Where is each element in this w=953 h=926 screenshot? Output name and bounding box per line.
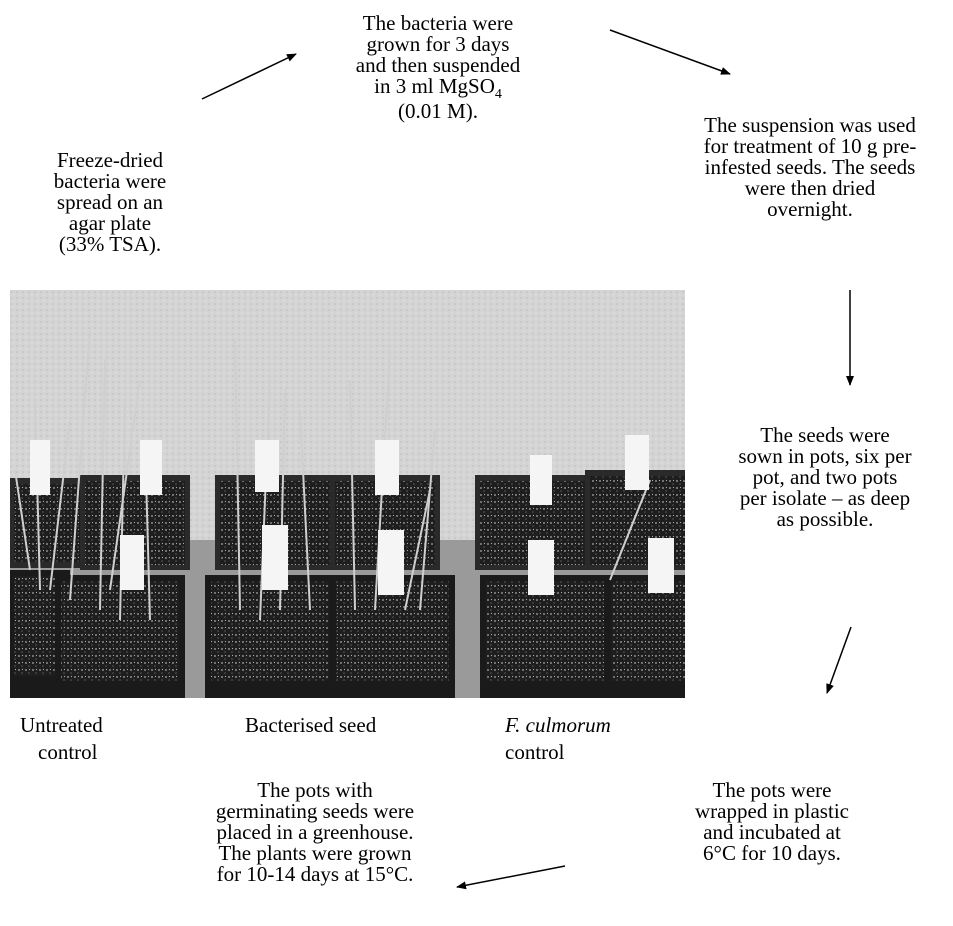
arrow-1-to-2 <box>202 54 296 99</box>
step-grow-and-suspend: The bacteria were grown for 3 days and t… <box>328 13 548 122</box>
step-line: germinating seeds were <box>170 801 460 822</box>
step-line: infested seeds. The seeds <box>670 157 950 178</box>
label-species: F. culmorum <box>505 712 611 739</box>
label-untreated-control: Untreated control <box>20 712 103 766</box>
step-line: pot, and two pots <box>705 467 945 488</box>
mgso4-subscript: 4 <box>495 87 502 102</box>
step-line: for treatment of 10 g pre- <box>670 136 950 157</box>
back-row-pots <box>10 470 685 570</box>
step-line: The bacteria were <box>328 13 548 34</box>
step-line: were then dried <box>670 178 950 199</box>
step-line: Freeze-dried <box>20 150 200 171</box>
label-bacterised-seed: Bacterised seed <box>245 712 376 739</box>
label-line: control <box>505 739 611 766</box>
step-line: 6°C for 10 days. <box>662 843 882 864</box>
step-line: The pots with <box>170 780 460 801</box>
pots-photo <box>10 290 685 698</box>
step-line: (33% TSA). <box>20 234 200 255</box>
step-line: and then suspended <box>328 55 548 76</box>
step-line: The plants were grown <box>170 843 460 864</box>
label-fculmorum-control: F. culmorum control <box>505 712 611 766</box>
label-line: Bacterised seed <box>245 712 376 739</box>
step-line: and incubated at <box>662 822 882 843</box>
step-sow-seeds: The seeds were sown in pots, six per pot… <box>705 425 945 530</box>
arrow-4-to-5 <box>827 627 851 693</box>
step-line: for 10-14 days at 15°C. <box>170 864 460 885</box>
step-line: The seeds were <box>705 425 945 446</box>
step-greenhouse: The pots with germinating seeds were pla… <box>170 780 460 885</box>
step-line: wrapped in plastic <box>662 801 882 822</box>
step-line: grown for 3 days <box>328 34 548 55</box>
step-line: The pots were <box>662 780 882 801</box>
step-line: (0.01 M). <box>328 101 548 122</box>
arrow-2-to-3 <box>610 30 730 74</box>
step-spread-on-agar: Freeze-dried bacteria were spread on an … <box>20 150 200 255</box>
step-treat-seeds: The suspension was used for treatment of… <box>670 115 950 220</box>
arrow-5-to-6 <box>457 866 565 887</box>
step-line: spread on an <box>20 192 200 213</box>
step-line: per isolate – as deep <box>705 488 945 509</box>
mgso4-text: in 3 ml MgSO <box>374 74 495 98</box>
label-line: control <box>20 739 103 766</box>
label-line: Untreated <box>20 712 103 739</box>
step-line: bacteria were <box>20 171 200 192</box>
step-line: The suspension was used <box>670 115 950 136</box>
step-line: overnight. <box>670 199 950 220</box>
front-row-pots <box>10 570 685 698</box>
step-wrap-and-incubate: The pots were wrapped in plastic and inc… <box>662 780 882 864</box>
step-line: sown in pots, six per <box>705 446 945 467</box>
step-line: agar plate <box>20 213 200 234</box>
step-line: as possible. <box>705 509 945 530</box>
step-line: placed in a greenhouse. <box>170 822 460 843</box>
